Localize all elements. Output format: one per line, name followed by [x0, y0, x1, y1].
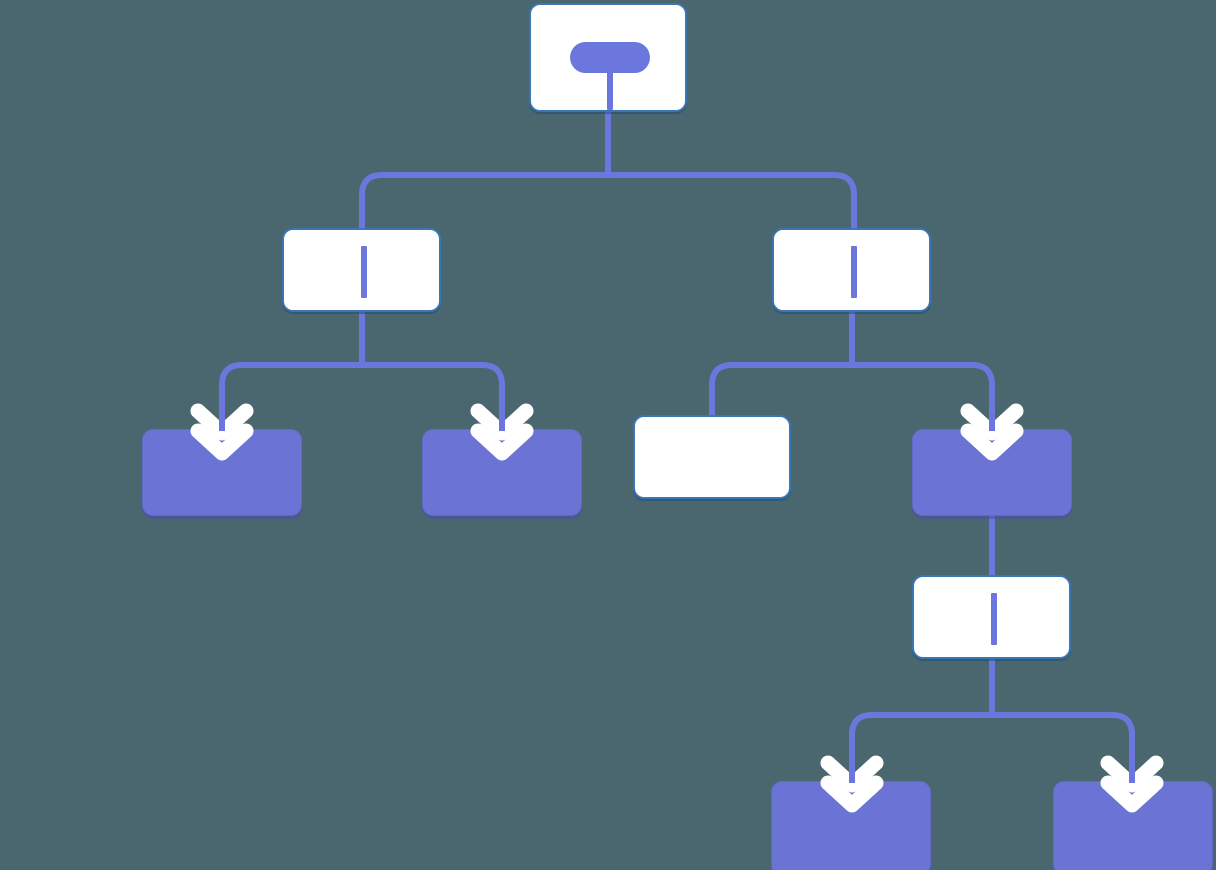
root-stem: [607, 65, 613, 110]
leaf-node-2[interactable]: [422, 429, 582, 516]
branch-node-left[interactable]: [282, 228, 441, 312]
branch-node-sub[interactable]: [912, 429, 1072, 516]
edge-root-to-branches: [359, 112, 857, 250]
plain-node[interactable]: [633, 415, 791, 499]
leaf-node-4[interactable]: [1053, 781, 1213, 870]
connector-passthrough-segment: [851, 246, 857, 298]
connector-passthrough-segment: [991, 593, 997, 645]
branch-node-sub-child[interactable]: [912, 575, 1071, 659]
connector-passthrough-segment: [361, 246, 367, 298]
root-node[interactable]: [529, 3, 687, 112]
leaf-node-3[interactable]: [771, 781, 931, 870]
leaf-node-1[interactable]: [142, 429, 302, 516]
branch-node-right[interactable]: [772, 228, 931, 312]
